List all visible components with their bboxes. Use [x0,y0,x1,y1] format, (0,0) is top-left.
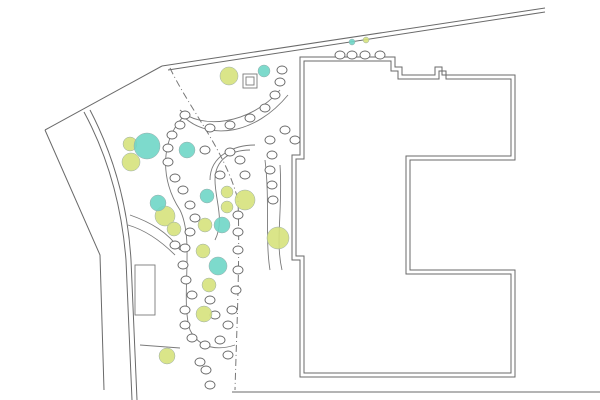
stone [232,210,244,220]
stone [186,333,198,343]
evergreen-tree [213,216,231,234]
stone [186,290,198,300]
deciduous-tree [121,152,141,172]
evergreen-tree [348,38,356,46]
stone [266,180,278,190]
stone [224,120,236,130]
stone [232,227,244,237]
stone [346,50,358,60]
deciduous-tree [201,277,217,293]
deciduous-tree [234,189,256,211]
stone [269,90,281,100]
stone [232,245,244,255]
stone [244,113,256,123]
stone [226,305,238,315]
stone [194,357,206,367]
trees [121,36,370,365]
evergreen-tree [199,188,215,204]
stone [184,200,196,210]
stone [264,135,276,145]
stone [267,195,279,205]
stone [204,123,216,133]
stone [189,213,201,223]
stone [180,275,192,285]
stone [184,227,196,237]
stone [289,135,301,145]
deciduous-tree [195,305,213,323]
stone [179,110,191,120]
stone [359,50,371,60]
evergreen-tree [133,132,161,160]
deciduous-tree [219,66,239,86]
stone [234,155,246,165]
site-boundary [44,7,600,393]
stone [222,350,234,360]
deciduous-tree [158,347,176,365]
evergreen-tree [208,256,228,276]
deciduous-tree [362,36,370,44]
evergreen-tree [257,64,271,78]
stone [276,65,288,75]
stone [169,240,181,250]
deciduous-tree [166,221,182,237]
building-outline [291,56,516,378]
stone [179,305,191,315]
property-line [169,67,240,391]
stone [199,340,211,350]
stone [374,50,386,60]
stone [177,185,189,195]
deciduous-tree [197,217,213,233]
stone [222,320,234,330]
stone [259,103,271,113]
stone [239,170,251,180]
stone [200,365,212,375]
stone [179,320,191,330]
stone [204,380,216,390]
road-curb [83,109,181,400]
evergreen-tree [149,194,167,212]
stone [166,130,178,140]
stone [334,50,346,60]
deciduous-tree [266,226,290,250]
stone [266,150,278,160]
stone [177,260,189,270]
stone [224,147,236,157]
evergreen-tree [178,141,196,159]
stone [214,335,226,345]
stone [162,143,174,153]
stone [230,285,242,295]
stone [162,157,174,167]
stone [204,295,216,305]
deciduous-tree [220,185,234,199]
deciduous-tree [220,200,234,214]
stepping-stones [162,50,386,390]
stone [179,243,191,253]
stone [199,145,211,155]
stone [169,173,181,183]
stone [274,77,286,87]
stone [264,165,276,175]
deciduous-tree [195,243,211,259]
stone [174,120,186,130]
stone [232,265,244,275]
stone [214,170,226,180]
stone [279,125,291,135]
